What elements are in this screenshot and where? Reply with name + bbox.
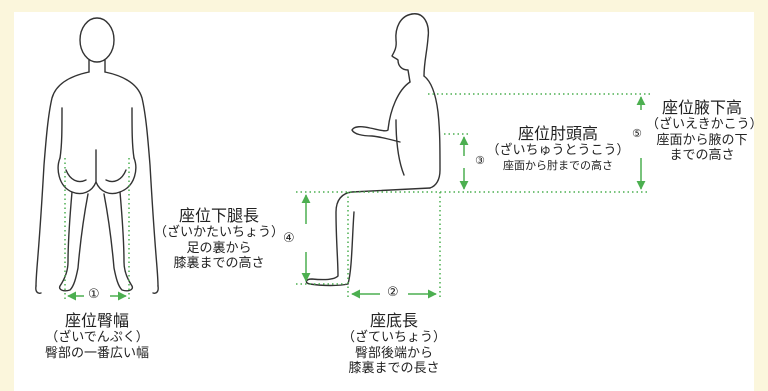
reading-armpit-height: （ざいえきかこう） <box>646 117 763 133</box>
reading-hip-width: （ざいでんぷく） <box>45 330 149 346</box>
marker-3: ③ <box>475 154 485 167</box>
label-hip-width: 座位臀幅 （ざいでんぷく） 臀部の一番広い幅 <box>22 311 172 361</box>
label-seat-depth: 座底長 （ざていちょう） 臀部後端から 膝裏までの長さ <box>319 311 469 377</box>
reading-elbow-height: （ざいちゅうとうこう） <box>486 143 630 159</box>
marker-1: ① <box>88 287 100 302</box>
desc-hip-width: 臀部の一番広い幅 <box>44 345 149 361</box>
desc-seat-depth-1: 臀部後端から <box>354 345 433 361</box>
marker-5: ⑤ <box>632 127 642 140</box>
desc-armpit-height-2: までの高さ <box>669 148 735 164</box>
name-elbow-height: 座位肘頭高 <box>517 124 598 143</box>
frame-inner <box>14 12 754 391</box>
desc-armpit-height-1: 座面から腋の下 <box>656 132 748 148</box>
guide-lines <box>64 93 650 300</box>
name-seat-depth: 座底長 <box>369 311 418 330</box>
marker-4: ④ <box>283 231 295 246</box>
name-hip-width: 座位臀幅 <box>64 311 129 330</box>
label-elbow-height: 座位肘頭高 （ざいちゅうとうこう） 座面から肘までの高さ <box>482 124 634 172</box>
marker-2: ② <box>387 285 399 300</box>
name-armpit-height: 座位腋下高 <box>661 98 742 117</box>
desc-lower-leg-1: 足の裏から <box>186 240 252 256</box>
desc-elbow-height: 座面から肘までの高さ <box>503 158 613 172</box>
front-figure <box>35 17 159 294</box>
side-figure <box>305 13 441 287</box>
label-armpit-height: 座位腋下高 （ざいえきかこう） 座面から腋の下 までの高さ <box>646 98 763 164</box>
reading-seat-depth: （ざていちょう） <box>341 330 446 346</box>
name-lower-leg: 座位下腿長 <box>178 206 259 225</box>
measure-arrows <box>67 96 646 301</box>
desc-lower-leg-2: 膝裏までの高さ <box>173 256 265 272</box>
desc-seat-depth-2: 膝裏までの長さ <box>348 361 440 377</box>
reading-lower-leg: （ざいかたいちょう） <box>154 225 285 241</box>
label-lower-leg: 座位下腿長 （ざいかたいちょう） 足の裏から 膝裏までの高さ <box>154 206 284 272</box>
